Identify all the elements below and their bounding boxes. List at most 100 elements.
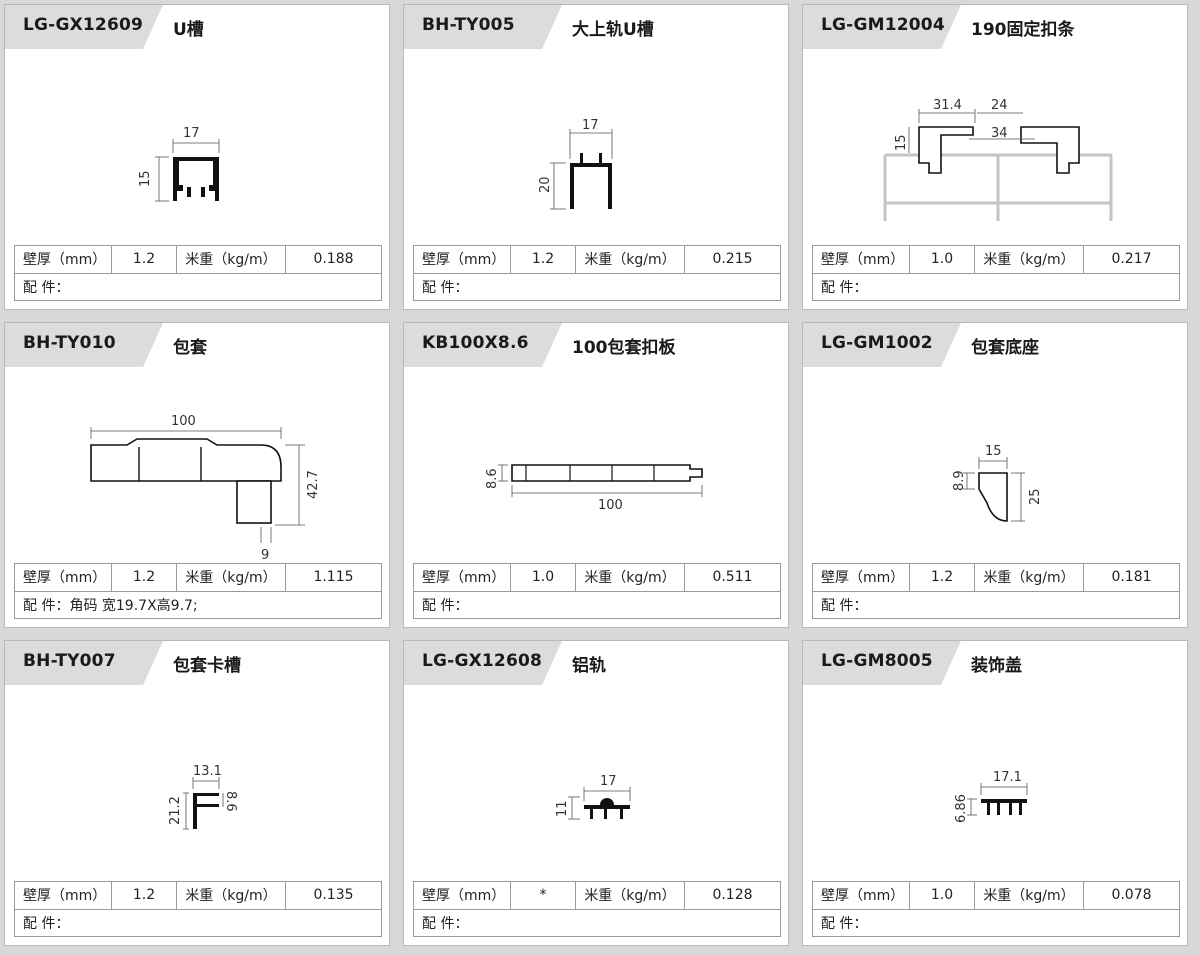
parts-label: 配 件： — [23, 915, 70, 932]
card-header: BH-TY005 大上轨U槽 — [404, 5, 788, 49]
code-tab — [404, 641, 562, 685]
weight-value: 0.181 — [1083, 563, 1180, 592]
wall-value: 1.2 — [111, 881, 177, 910]
weight-label: 米重（kg/m） — [575, 881, 685, 910]
wall-value: 1.2 — [111, 563, 177, 592]
product-code: BH-TY010 — [23, 333, 116, 353]
parts-row: 配 件： — [413, 272, 781, 301]
card-header: BH-TY010 包套 — [5, 323, 389, 367]
product-card: LG-GM8005 装饰盖 17.1 6.86 壁厚（mm） 1.0 米重（kg… — [802, 640, 1188, 946]
dim-label: 17 — [600, 774, 617, 789]
weight-label: 米重（kg/m） — [575, 245, 685, 274]
weight-value: 1.115 — [285, 563, 382, 592]
profile-drawing: 17 11 — [555, 774, 631, 820]
wall-label: 壁厚（mm） — [812, 563, 910, 592]
weight-value: 0.217 — [1083, 245, 1180, 274]
dim-label: 25 — [1028, 488, 1043, 505]
parts-label: 配 件： — [422, 279, 469, 296]
card-header: KB100X8.6 100包套扣板 — [404, 323, 788, 367]
profile-drawing: 17.1 6.86 — [954, 770, 1028, 823]
profile-drawing: 13.1 21.2 8.6 — [168, 764, 238, 830]
profile-drawing: 31.4 24 34 15 — [883, 98, 1113, 221]
parts-row: 配 件： — [413, 590, 781, 619]
profile-shape — [918, 126, 974, 174]
spec-table: 壁厚（mm） 1.0 米重（kg/m） 0.217 配 件： — [812, 245, 1180, 301]
weight-label: 米重（kg/m） — [974, 563, 1084, 592]
wall-value: * — [510, 881, 576, 910]
weight-value: 0.128 — [684, 881, 781, 910]
wall-value: 1.2 — [510, 245, 576, 274]
product-card: LG-GX12608 铝轨 17 11 壁厚（mm） * 米重（kg/m） 0.… — [403, 640, 789, 946]
profile-drawing: 8.6 100 — [485, 464, 703, 513]
dim-label: 20 — [538, 176, 553, 193]
wall-label: 壁厚（mm） — [14, 563, 112, 592]
profile-shape — [584, 805, 630, 809]
wall-label: 壁厚（mm） — [413, 563, 511, 592]
product-code: LG-GM12004 — [821, 15, 945, 35]
weight-value: 0.215 — [684, 245, 781, 274]
spec-table: 壁厚（mm） * 米重（kg/m） 0.128 配 件： — [413, 881, 781, 937]
wall-value: 1.2 — [111, 245, 177, 274]
card-header: LG-GX12608 铝轨 — [404, 641, 788, 685]
product-name: 100包套扣板 — [572, 338, 676, 358]
weight-label: 米重（kg/m） — [176, 563, 286, 592]
parts-row: 配 件： — [812, 272, 1180, 301]
parts-row: 配 件： — [14, 908, 382, 937]
product-card: BH-TY005 大上轨U槽 17 20 壁厚（mm） 1.2 米重（kg/m）… — [403, 4, 789, 310]
code-tab — [5, 5, 163, 49]
profile-drawing: 17 15 — [138, 126, 220, 202]
profile-shape — [173, 157, 219, 201]
product-code: KB100X8.6 — [422, 333, 529, 353]
dim-label: 15 — [138, 170, 153, 187]
wall-label: 壁厚（mm） — [812, 245, 910, 274]
parts-label: 配 件： — [821, 915, 868, 932]
dim-label: 34 — [991, 126, 1008, 141]
product-card: BH-TY007 包套卡槽 13.1 21.2 8.6 壁厚（mm） 1.2 米… — [4, 640, 390, 946]
parts-row: 配 件： — [14, 272, 382, 301]
spec-table: 壁厚（mm） 1.2 米重（kg/m） 0.181 配 件： — [812, 563, 1180, 619]
code-tab — [5, 641, 163, 685]
product-name: 铝轨 — [572, 656, 606, 676]
product-name: 装饰盖 — [971, 656, 1022, 676]
parts-label: 配 件： — [23, 597, 70, 614]
product-name: 190固定扣条 — [971, 20, 1075, 40]
product-name: 包套卡槽 — [173, 656, 241, 676]
dim-label: 13.1 — [193, 764, 222, 779]
product-code: LG-GM8005 — [821, 651, 933, 671]
dim-label: 8.6 — [485, 468, 500, 489]
product-card: BH-TY010 包套 100 42.7 9 壁厚（mm） 1.2 米重（kg/… — [4, 322, 390, 628]
spec-table: 壁厚（mm） 1.0 米重（kg/m） 0.078 配 件： — [812, 881, 1180, 937]
card-header: LG-GM8005 装饰盖 — [803, 641, 1187, 685]
weight-label: 米重（kg/m） — [176, 881, 286, 910]
profile-drawing: 17 20 — [538, 118, 613, 210]
profile-shape — [978, 472, 1008, 522]
dim-label: 15 — [985, 444, 1002, 459]
product-code: BH-TY005 — [422, 15, 515, 35]
dim-label: 17 — [183, 126, 200, 141]
parts-row: 配 件： — [413, 908, 781, 937]
profile-shape — [981, 799, 1027, 803]
card-header: LG-GM1002 包套底座 — [803, 323, 1187, 367]
wall-label: 壁厚（mm） — [812, 881, 910, 910]
wall-label: 壁厚（mm） — [413, 881, 511, 910]
profile-shape — [511, 464, 703, 482]
code-tab — [404, 5, 562, 49]
product-code: BH-TY007 — [23, 651, 116, 671]
dim-label: 9 — [261, 548, 269, 563]
code-tab — [5, 323, 163, 367]
code-tab — [803, 323, 961, 367]
parts-label: 配 件： — [821, 597, 868, 614]
wall-value: 1.0 — [909, 245, 975, 274]
product-name: 大上轨U槽 — [572, 20, 654, 40]
wall-label: 壁厚（mm） — [413, 245, 511, 274]
parts-label: 配 件： — [821, 279, 868, 296]
wall-value: 1.0 — [510, 563, 576, 592]
card-header: LG-GX12609 U槽 — [5, 5, 389, 49]
profile-shape — [90, 438, 282, 482]
dim-label: 17.1 — [993, 770, 1022, 785]
dim-label: 8.6 — [223, 791, 238, 812]
dim-label: 15 — [894, 134, 909, 151]
spec-table: 壁厚（mm） 1.2 米重（kg/m） 0.135 配 件： — [14, 881, 382, 937]
parts-row: 配 件： — [812, 908, 1180, 937]
profile-drawing: 15 8.9 25 — [952, 444, 1043, 522]
